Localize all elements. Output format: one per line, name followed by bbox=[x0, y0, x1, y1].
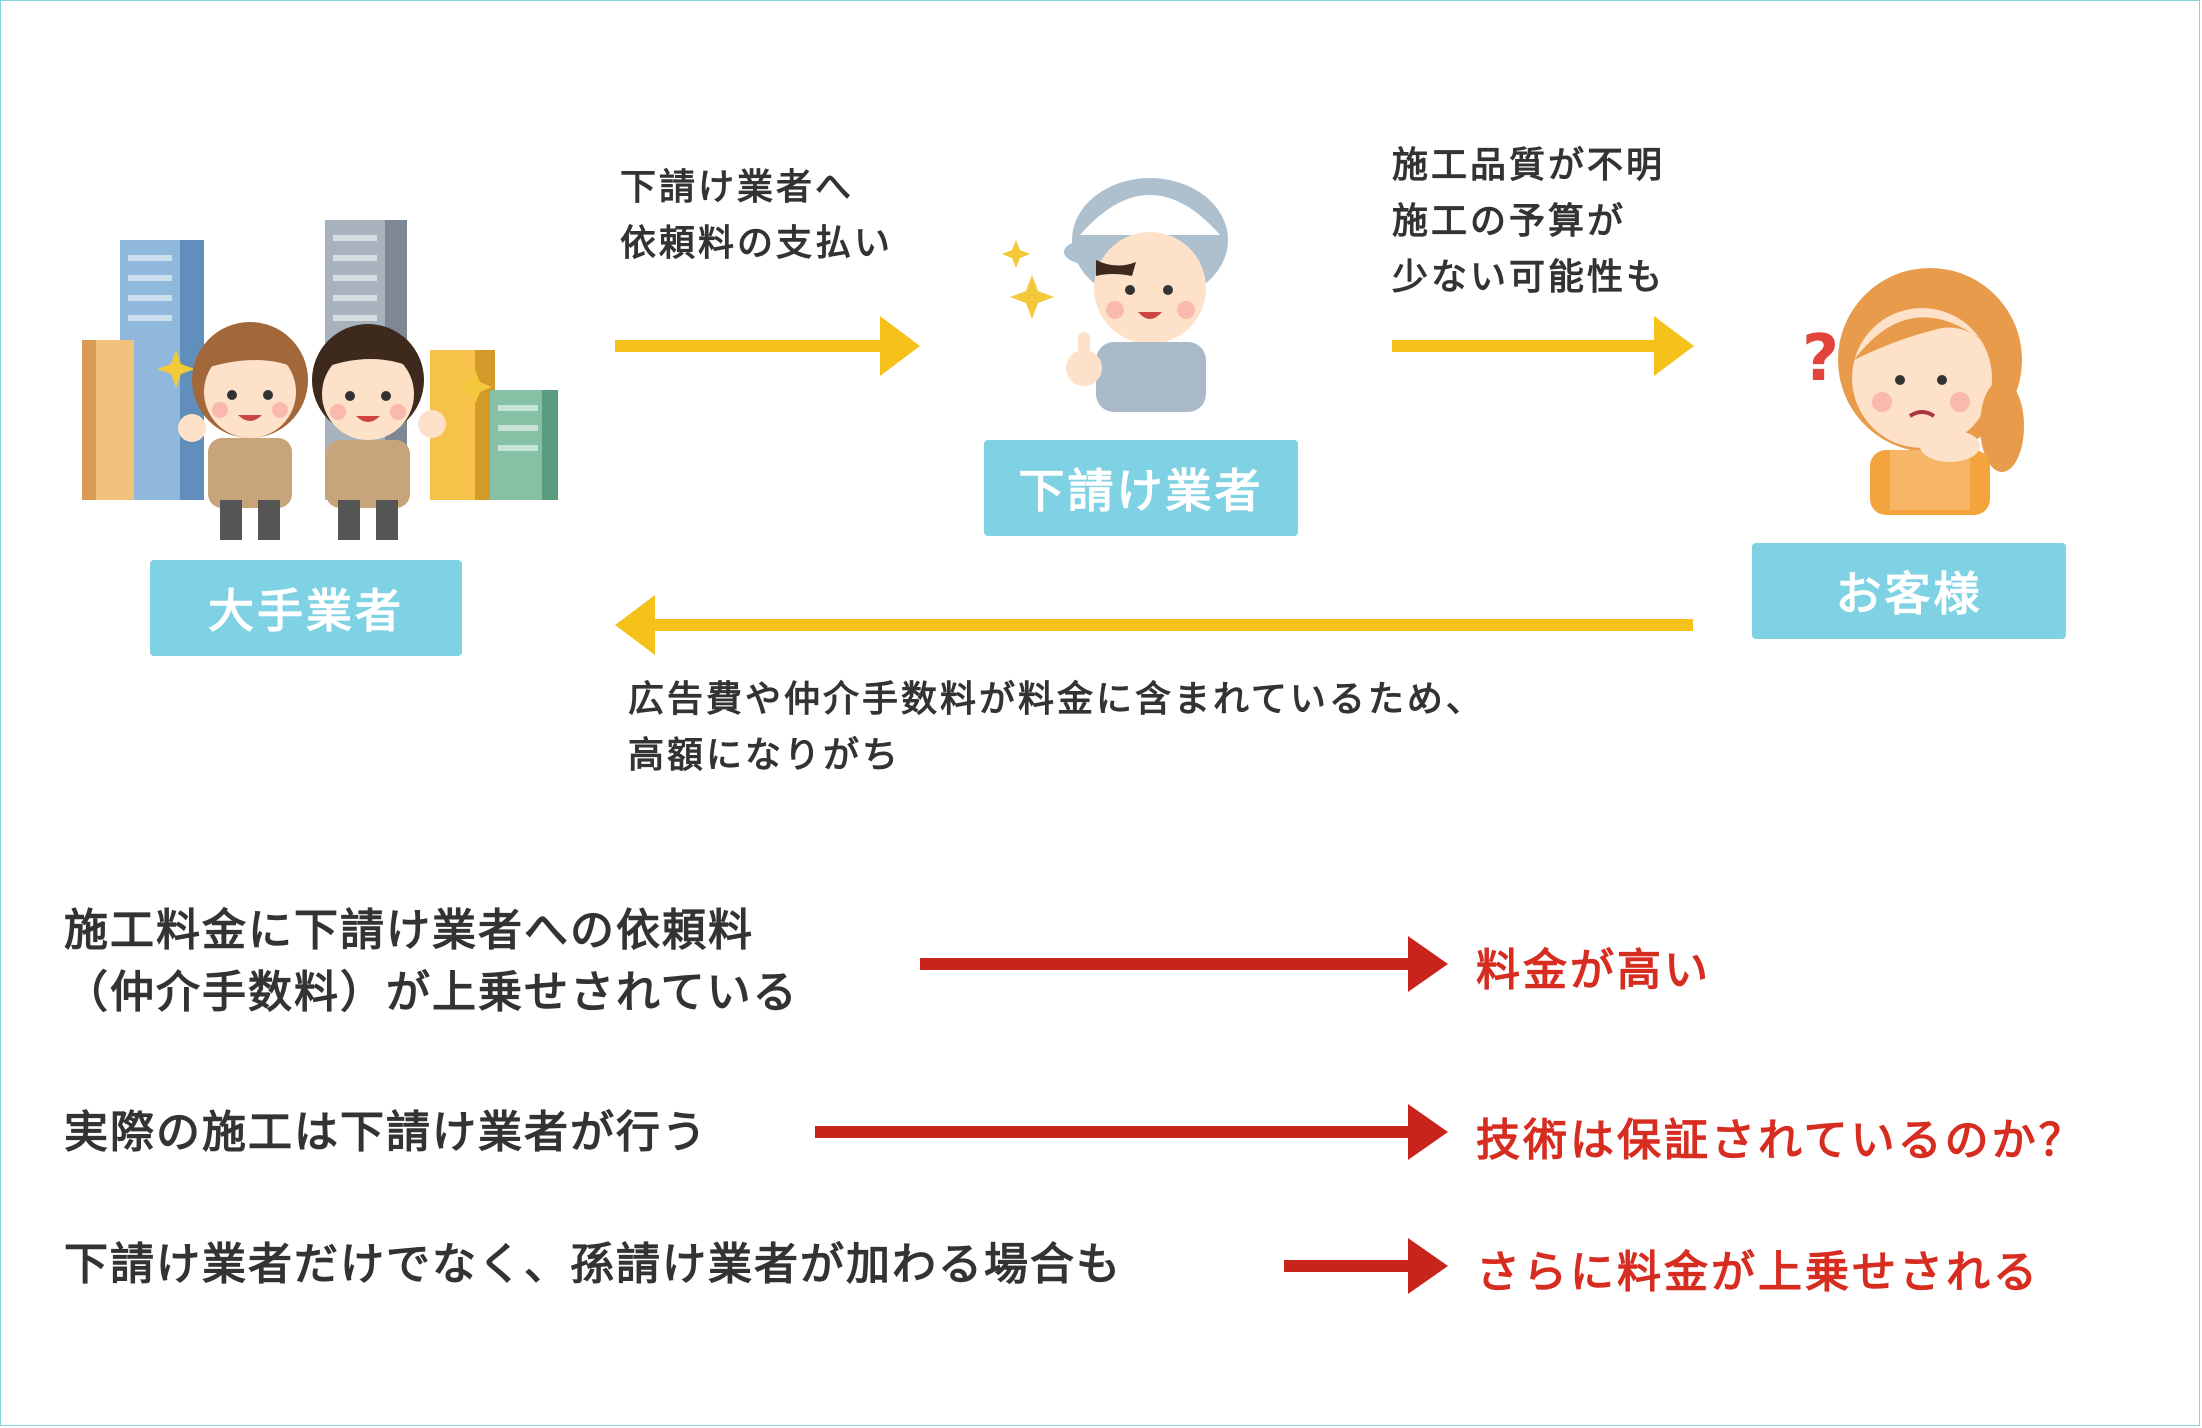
subcontractor-label: 下請け業者 bbox=[984, 440, 1298, 536]
big-contractor-label: 大手業者 bbox=[150, 560, 462, 656]
row-1-result: 料金が高い bbox=[1476, 945, 1711, 996]
row-3-result: さらに料金が上乗せされる bbox=[1476, 1247, 2040, 1298]
row-text-line: 実際の施工は下請け業者が行う bbox=[64, 1107, 708, 1158]
confused-customer-illustration: ? bbox=[1802, 268, 2024, 515]
row-1-text: 施工料金に下請け業者への依頼料 （仲介手数料）が上乗せされている bbox=[64, 900, 799, 1024]
customer-label: お客様 bbox=[1752, 543, 2066, 639]
row-2-result: 技術は保証されているのか？ bbox=[1476, 1115, 2086, 1166]
svg-text:?: ? bbox=[1802, 322, 1839, 396]
worker-with-cap-illustration bbox=[1002, 178, 1228, 412]
result-arrow-row-3 bbox=[1284, 1238, 1448, 1294]
row-text-line: 施工料金に下請け業者への依頼料 bbox=[64, 905, 754, 956]
flow-text-line: 下請け業者へ bbox=[620, 167, 855, 208]
result-arrow-row-2 bbox=[815, 1104, 1448, 1160]
row-2-text: 実際の施工は下請け業者が行う bbox=[64, 1102, 708, 1164]
row-3-text: 下請け業者だけでなく、孫請け業者が加わる場合も bbox=[64, 1234, 1122, 1296]
office-buildings-and-workers-illustration bbox=[82, 220, 558, 540]
flow-text-line: 施工の予算が bbox=[1392, 201, 1627, 242]
flow-text-line: 依頼料の支払い bbox=[620, 223, 894, 264]
flow-text-back-to-big-contractor: 広告費や仲介手数料が料金に含まれているため、 高額になりがち bbox=[628, 672, 1485, 784]
flow-text-to-customer: 施工品質が不明 施工の予算が 少ない可能性も bbox=[1392, 138, 1665, 306]
flow-arrow-to-subcontractor bbox=[615, 316, 920, 376]
flow-text-line: 少ない可能性も bbox=[1392, 257, 1666, 298]
result-arrow-row-1 bbox=[920, 936, 1448, 992]
flow-text-to-subcontractor: 下請け業者へ 依頼料の支払い bbox=[620, 160, 893, 272]
flow-arrow-to-customer bbox=[1392, 316, 1694, 376]
flow-text-line: 広告費や仲介手数料が料金に含まれているため、 bbox=[628, 679, 1485, 720]
flow-arrow-back-to-big-contractor bbox=[615, 595, 1693, 655]
row-text-line: 下請け業者だけでなく、孫請け業者が加わる場合も bbox=[64, 1239, 1122, 1290]
row-text-line: （仲介手数料）が上乗せされている bbox=[64, 967, 799, 1018]
flow-text-line: 高額になりがち bbox=[628, 735, 902, 776]
flow-text-line: 施工品質が不明 bbox=[1392, 145, 1666, 186]
